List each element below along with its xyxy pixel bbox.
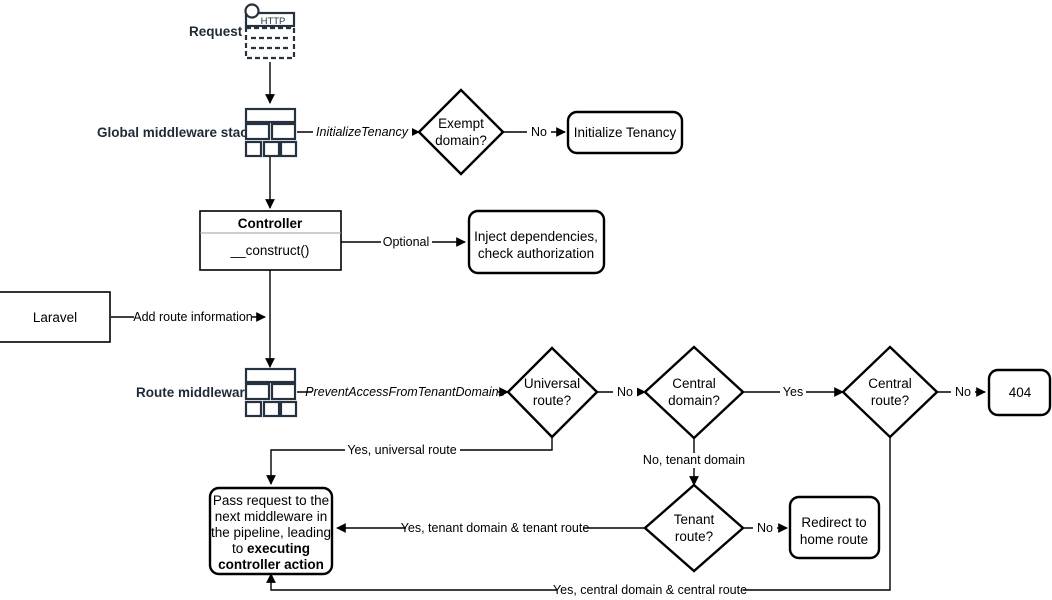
decision-central-domain[interactable]: Central domain? (643, 345, 745, 440)
node-pass-request[interactable]: Pass request to the next middleware in t… (208, 486, 334, 576)
edge-label-yes-tenant-domain-tenant-route: Yes, tenant domain & tenant route (401, 521, 590, 536)
edge-label-initialize-tenancy: InitializeTenancy (313, 125, 412, 140)
node-redirect-home-route-line1: Redirect to (801, 515, 866, 530)
decision-central-route[interactable]: Central route? (841, 345, 939, 439)
edge-label-tenant-route-no-text: No (757, 521, 773, 535)
node-laravel[interactable]: Laravel (0, 291, 111, 343)
request-label: Request (189, 24, 243, 39)
node-redirect-home-route-line2: home route (800, 532, 868, 547)
node-controller-method: __construct() (230, 243, 310, 258)
node-pass-request-line3: the pipeline, leading (211, 525, 331, 540)
node-pass-request-line1: Pass request to the (213, 493, 329, 508)
edge-label-yes-central-domain-central-route: Yes, central domain & central route (553, 583, 747, 598)
node-laravel-label: Laravel (33, 310, 77, 325)
decision-tenant-route[interactable]: Tenant route? (643, 483, 745, 573)
route-middleware-icon (244, 367, 298, 418)
edge-label-universal-no: No (613, 385, 637, 400)
node-pass-request-line4: to executing (232, 541, 310, 556)
decision-universal-route[interactable]: Universal route? (506, 346, 599, 439)
decision-central-route-line2: route? (871, 393, 909, 408)
global-middleware-stack-icon (244, 107, 298, 158)
edge-label-add-route-information-text: Add route information (133, 310, 253, 324)
edge-label-add-route-information: Add route information (133, 310, 253, 325)
node-initialize-tenancy[interactable]: Initialize Tenancy (566, 110, 684, 155)
global-middleware-stack-label: Global middleware stack (97, 125, 256, 140)
node-pass-request-line2: next middleware in (215, 509, 328, 524)
edge-label-central-domain-yes-text: Yes (783, 385, 803, 399)
edge-label-yes-universal-route: Yes, universal route (345, 443, 460, 458)
decision-tenant-route-line2: route? (675, 529, 713, 544)
decision-universal-route-line1: Universal (524, 376, 580, 391)
decision-exempt-domain-line1: Exempt (438, 116, 484, 131)
edge-label-central-domain-yes: Yes (780, 385, 806, 400)
edge-label-no-tenant-domain: No, tenant domain (641, 453, 748, 468)
node-pass-request-line4-bold: executing (247, 541, 310, 556)
node-controller-title: Controller (238, 216, 303, 231)
decision-exempt-domain-line2: domain? (435, 133, 487, 148)
edge-label-yes-tenant-domain-tenant-route-text: Yes, tenant domain & tenant route (401, 521, 590, 535)
node-inject-dependencies-line2: check authorization (478, 246, 594, 261)
edge-label-central-route-no: No (951, 385, 975, 400)
node-pass-request-line5: controller action (218, 557, 324, 572)
decision-central-domain-line1: Central (672, 376, 716, 391)
decision-tenant-route-line1: Tenant (674, 512, 715, 527)
edge-label-universal-no-text: No (617, 385, 633, 399)
edge-label-prevent-access: PreventAccessFromTenantDomains (305, 385, 505, 400)
decision-universal-route-line2: route? (533, 393, 571, 408)
node-404[interactable]: 404 (987, 368, 1052, 417)
edge-label-exempt-no-text: No (531, 125, 547, 139)
route-middleware-label: Route middleware (136, 385, 253, 400)
node-pass-request-line4-prefix: to (232, 541, 247, 556)
edge-label-no-tenant-domain-text: No, tenant domain (643, 453, 745, 467)
edge-label-initialize-tenancy-text: InitializeTenancy (316, 125, 409, 139)
decision-exempt-domain[interactable]: Exempt domain? (417, 88, 505, 176)
edge-label-prevent-access-text: PreventAccessFromTenantDomains (305, 385, 505, 399)
edge-label-exempt-no: No (527, 125, 551, 140)
edge-label-central-route-no-text: No (955, 385, 971, 399)
node-inject-dependencies-line1: Inject dependencies, (474, 229, 598, 244)
decision-central-route-line1: Central (868, 376, 912, 391)
http-request-icon: HTTP (244, 3, 296, 60)
node-404-label: 404 (1009, 385, 1032, 400)
node-redirect-home-route[interactable]: Redirect to home route (788, 495, 881, 560)
node-initialize-tenancy-label: Initialize Tenancy (574, 125, 677, 140)
node-inject-dependencies[interactable]: Inject dependencies, check authorization (467, 209, 606, 275)
edge-label-yes-universal-route-text: Yes, universal route (347, 443, 456, 457)
edge-label-yes-central-domain-central-route-text: Yes, central domain & central route (553, 583, 747, 597)
http-icon-text: HTTP (261, 16, 286, 27)
decision-central-domain-line2: domain? (668, 393, 720, 408)
edge-label-optional-text: Optional (383, 235, 430, 249)
node-controller[interactable]: Controller __construct() (199, 210, 342, 271)
edge-label-optional: Optional (381, 235, 432, 250)
edge-label-tenant-route-no: No (753, 521, 777, 536)
